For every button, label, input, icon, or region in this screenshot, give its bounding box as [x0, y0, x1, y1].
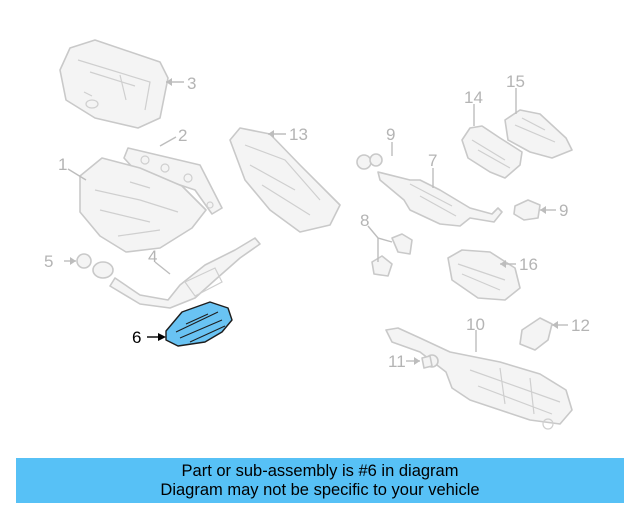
part-9-clamp-upper[interactable] — [356, 153, 383, 170]
callout-5[interactable]: 5 — [44, 252, 53, 271]
callout-13[interactable]: 13 — [289, 125, 308, 144]
arrow-5 — [70, 257, 76, 265]
callout-10[interactable]: 10 — [466, 315, 485, 334]
info-banner: Part or sub-assembly is #6 in diagram Di… — [16, 458, 624, 503]
part-2-manifold-gasket[interactable] — [123, 147, 223, 215]
arrow-13 — [268, 130, 274, 138]
leader-1 — [67, 168, 87, 181]
banner-line-1: Part or sub-assembly is #6 in diagram — [181, 461, 459, 480]
part-1-exhaust-manifold[interactable] — [79, 157, 207, 253]
part-3-engine-cover[interactable] — [59, 39, 169, 129]
callout-6[interactable]: 6 — [132, 328, 141, 347]
leader-2 — [159, 136, 177, 147]
part-8-hangers[interactable] — [371, 233, 413, 277]
callout-9b[interactable]: 9 — [559, 201, 568, 220]
part-5-flange-gasket[interactable] — [76, 253, 114, 279]
part-9-clamp-right[interactable] — [513, 199, 541, 221]
callout-4[interactable]: 4 — [148, 247, 157, 266]
part-11-bolt[interactable] — [421, 354, 439, 369]
part-13-heat-shield[interactable] — [229, 127, 341, 233]
leader-8 — [367, 225, 393, 262]
callout-8[interactable]: 8 — [360, 211, 369, 230]
part-6-highlighted-heat-shield[interactable] — [165, 301, 233, 347]
callout-7[interactable]: 7 — [428, 151, 437, 170]
part-14-hanger-bracket[interactable] — [461, 125, 523, 179]
callout-9a[interactable]: 9 — [386, 125, 395, 144]
arrow-16 — [500, 260, 506, 268]
part-4-catalytic-converter[interactable] — [109, 237, 261, 309]
callout-16[interactable]: 16 — [519, 255, 538, 274]
callout-12[interactable]: 12 — [571, 316, 590, 335]
callout-15[interactable]: 15 — [506, 72, 525, 91]
callout-2[interactable]: 2 — [178, 126, 187, 145]
callout-3[interactable]: 3 — [187, 74, 196, 93]
leader-4 — [154, 261, 171, 275]
part-15-rear-heat-shield[interactable] — [504, 109, 573, 159]
banner-line-2: Diagram may not be specific to your vehi… — [160, 480, 480, 499]
callout-11[interactable]: 11 — [388, 352, 406, 371]
parts-diagram: 3 2 1 5 4 13 6 — [44, 39, 590, 430]
part-7-intermediate-pipe[interactable] — [377, 171, 503, 227]
arrow-9b — [540, 206, 546, 214]
arrow-11 — [414, 357, 420, 365]
arrow-12 — [552, 321, 558, 329]
callout-14[interactable]: 14 — [464, 88, 483, 107]
callout-1[interactable]: 1 — [58, 155, 67, 174]
arrow-3 — [166, 78, 172, 86]
part-12-rear-hanger[interactable] — [519, 317, 553, 351]
arrow-6 — [158, 333, 166, 341]
part-10-rear-muffler[interactable] — [385, 327, 573, 430]
part-16-muffler-heat-shield[interactable] — [447, 249, 521, 301]
